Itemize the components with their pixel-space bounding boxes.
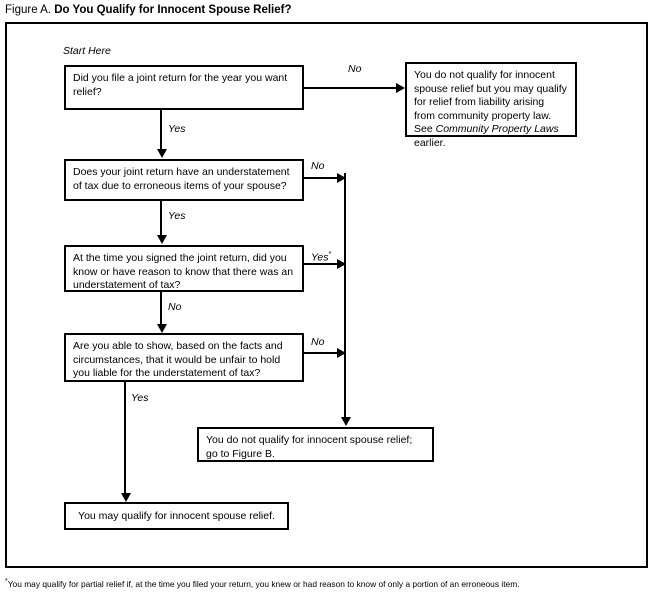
outcome-box-may-qualify: You may qualify for innocent spouse reli… [64, 502, 289, 530]
edge-line-q1-no [304, 87, 397, 89]
edge-line-q3-yes [304, 263, 342, 265]
start-here-label: Start Here [63, 45, 111, 57]
edge-arrow-q1-no [396, 83, 405, 93]
outcome-community-text-part1: You do not qualify for innocent spouse r… [414, 69, 567, 135]
outcome-figure-b-text: You do not qualify for innocent spouse r… [206, 434, 413, 460]
edge-arrow-q3-yes [337, 259, 346, 269]
edge-label-q3-no: No [168, 301, 182, 313]
outcome-box-go-to-figure-b: You do not qualify for innocent spouse r… [197, 427, 434, 462]
edge-line-q2-yes [160, 201, 162, 236]
edge-label-q3-yes-text: Yes [311, 251, 329, 264]
edge-label-q4-yes: Yes [131, 392, 149, 404]
edge-arrow-merged-no-trunk [341, 417, 351, 426]
edge-arrow-q4-yes [121, 493, 131, 502]
edge-line-merged-no-trunk [344, 173, 346, 419]
edge-line-q4-yes [124, 382, 126, 494]
footnote-text: You may qualify for partial relief if, a… [7, 578, 520, 589]
footnote: *You may qualify for partial relief if, … [5, 576, 645, 590]
decision-box-understatement-text: Does your joint return have an understat… [73, 166, 290, 192]
edge-label-q2-yes: Yes [168, 210, 186, 222]
edge-line-q1-yes [160, 110, 162, 150]
outcome-box-community-property: You do not qualify for innocent spouse r… [405, 62, 577, 149]
edge-line-q4-no [304, 352, 342, 354]
edge-label-q1-no: No [348, 63, 362, 75]
page-title: Figure A. Do You Qualify for Innocent Sp… [5, 3, 292, 17]
outcome-community-text-part2: earlier. [414, 136, 446, 149]
figure-label: Figure A. [5, 4, 52, 16]
decision-box-joint-return: Did you file a joint return for the year… [64, 65, 304, 110]
decision-box-joint-return-text: Did you file a joint return for the year… [73, 72, 288, 98]
edge-arrow-q1-yes [157, 149, 167, 158]
edge-arrow-q3-no [157, 324, 167, 333]
edge-label-q4-no: No [311, 336, 325, 348]
edge-label-q3-yes-asterisk: * [328, 249, 332, 258]
decision-box-understatement: Does your joint return have an understat… [64, 159, 304, 201]
edge-arrow-q2-yes [157, 235, 167, 244]
outcome-may-qualify-text: You may qualify for innocent spouse reli… [78, 509, 275, 522]
outcome-community-italic-reference: Community Property Laws [435, 123, 559, 135]
edge-arrow-q4-no [337, 348, 346, 358]
footnote-marker: * [5, 578, 8, 585]
figure-title-text: Do You Qualify for Innocent Spouse Relie… [54, 4, 292, 16]
edge-label-q3-yes: Yes* [311, 248, 331, 264]
edge-line-q3-no [160, 292, 162, 325]
edge-label-q1-yes: Yes [168, 123, 186, 135]
decision-box-unfair-text: Are you able to show, based on the facts… [73, 340, 283, 379]
edge-arrow-q2-no [337, 173, 346, 183]
decision-box-unfair-to-hold-liable: Are you able to show, based on the facts… [64, 333, 304, 382]
edge-line-q2-no [304, 177, 342, 179]
edge-label-q2-no: No [311, 160, 325, 172]
decision-box-knew-text: At the time you signed the joint return,… [73, 252, 294, 291]
decision-box-knew-or-reason-to-know: At the time you signed the joint return,… [64, 245, 304, 292]
